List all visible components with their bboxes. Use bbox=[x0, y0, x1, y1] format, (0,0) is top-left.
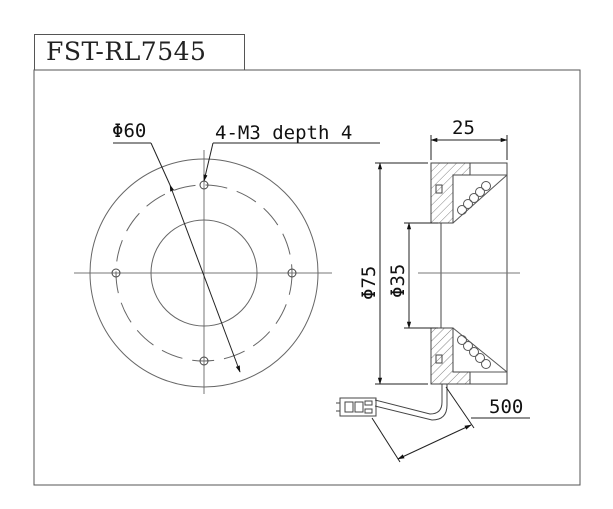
dia60-leader bbox=[150, 142, 171, 186]
inner-face-top bbox=[452, 174, 508, 224]
screw-tab-top bbox=[435, 184, 443, 194]
side-view bbox=[336, 135, 530, 463]
dim-label-dia35: Φ35 bbox=[387, 263, 409, 298]
drawing-title: FST-RL7545 bbox=[46, 37, 207, 66]
cable-dim-ext2 bbox=[371, 417, 401, 463]
mount-hole-right bbox=[287, 268, 297, 278]
dim-label-mount-holes: 4-M3 depth 4 bbox=[215, 122, 353, 144]
cable-connector bbox=[336, 397, 377, 417]
mount-hole-left bbox=[111, 268, 121, 278]
screw-tab-bottom bbox=[435, 354, 443, 364]
dia60-dimension-line bbox=[169, 184, 241, 373]
cable-dim-ext1 bbox=[445, 386, 475, 429]
drawing-frame bbox=[33, 69, 581, 486]
dim-label-thickness: 25 bbox=[452, 117, 475, 139]
dim-label-dia60: Φ60 bbox=[112, 120, 147, 142]
m3-leader bbox=[203, 142, 214, 182]
cable bbox=[374, 384, 448, 421]
outer-ring bbox=[89, 158, 319, 388]
dim-label-cable-length: 500 bbox=[489, 396, 524, 418]
inner-face-bottom bbox=[452, 327, 508, 373]
led-coils-top bbox=[457, 181, 491, 215]
cable-2 bbox=[374, 384, 443, 415]
cable-dim-line bbox=[397, 424, 472, 460]
title-frame bbox=[34, 34, 245, 70]
led-coils-bottom bbox=[457, 335, 491, 369]
dim-label-dia75: Φ75 bbox=[358, 265, 380, 300]
front-view bbox=[74, 142, 380, 394]
